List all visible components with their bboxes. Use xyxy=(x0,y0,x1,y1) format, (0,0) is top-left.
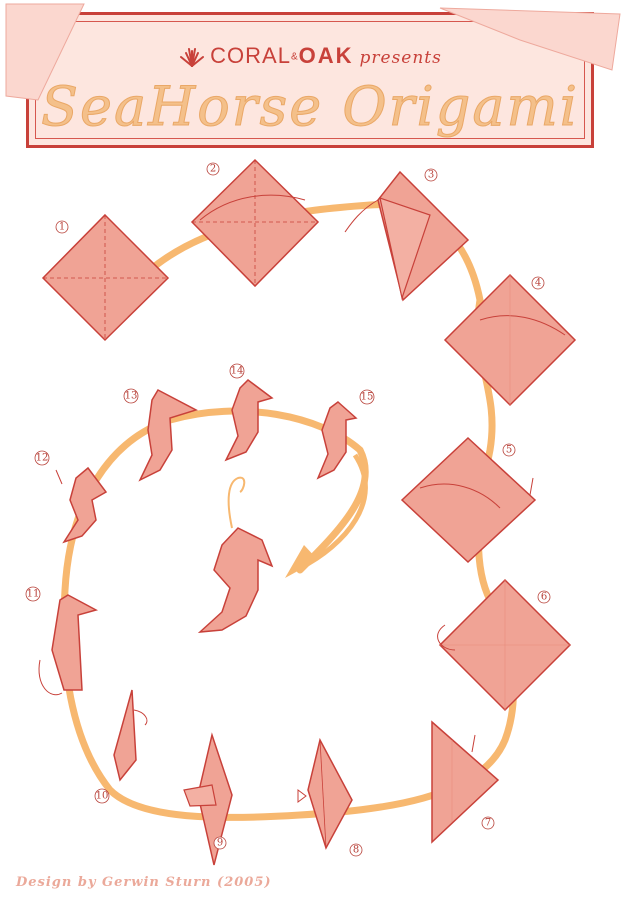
svg-text:3: 3 xyxy=(428,170,434,181)
svg-text:12: 12 xyxy=(36,453,49,464)
step-3-diagram xyxy=(344,170,470,302)
step-number-8: 8 xyxy=(349,843,363,857)
step-8-diagram xyxy=(297,737,353,850)
spiral-arrow-head xyxy=(285,545,318,578)
hook-arrow-icon xyxy=(227,476,246,529)
step-10-diagram xyxy=(113,689,148,782)
coral-logo-icon xyxy=(180,48,205,67)
step-number-10: 10 xyxy=(94,788,110,804)
step-13-diagram xyxy=(138,389,198,482)
corner-ribbons xyxy=(5,3,621,101)
brand-coral: CORAL xyxy=(210,43,291,68)
svg-text:6: 6 xyxy=(541,592,547,603)
brand-ampersand: & xyxy=(290,51,299,63)
step-number-14: 14 xyxy=(229,363,245,379)
step-14-diagram xyxy=(224,379,274,462)
step-number-12: 12 xyxy=(34,450,50,466)
svg-text:2: 2 xyxy=(210,164,216,175)
svg-text:14: 14 xyxy=(231,366,244,377)
step-5-diagram xyxy=(400,436,537,564)
design-credit: Design by Gerwin Sturn (2005) xyxy=(16,875,272,890)
final-seahorse xyxy=(197,476,274,633)
svg-text:5: 5 xyxy=(506,445,512,456)
fold-arrow-icon xyxy=(199,194,306,221)
spiral-path xyxy=(60,201,517,821)
svg-text:10: 10 xyxy=(96,791,109,802)
step-11-diagram xyxy=(38,594,99,696)
step-2-diagram xyxy=(190,158,320,288)
page-title: SeaHorse Origami xyxy=(41,75,579,139)
step-number-2: 2 xyxy=(206,162,220,176)
svg-text:7: 7 xyxy=(485,818,491,829)
brand-presents: presents xyxy=(359,48,442,68)
step-number-7: 7 xyxy=(481,816,495,830)
svg-text:8: 8 xyxy=(353,845,359,856)
step-number-15: 15 xyxy=(359,389,375,405)
step-15-diagram xyxy=(316,401,358,480)
step-number-4: 4 xyxy=(531,276,545,290)
step-7-diagram xyxy=(431,720,500,844)
ribbon-right xyxy=(439,7,621,71)
svg-text:1: 1 xyxy=(59,222,65,233)
step-number-9: 9 xyxy=(213,836,227,850)
spiral-arrow-curve xyxy=(298,453,368,571)
step-number-3: 3 xyxy=(424,168,438,182)
brand-oak: OAK xyxy=(298,43,354,68)
step-1-diagram xyxy=(41,213,170,342)
step-number-11: 11 xyxy=(25,586,41,602)
svg-text:15: 15 xyxy=(361,392,374,403)
step-number-6: 6 xyxy=(537,590,551,604)
step-4-diagram xyxy=(443,273,577,407)
svg-text:11: 11 xyxy=(27,589,40,600)
step-number-1: 1 xyxy=(55,220,69,234)
step-9-diagram xyxy=(183,732,233,866)
svg-text:9: 9 xyxy=(217,838,223,849)
step-number-13: 13 xyxy=(123,388,139,404)
step-number-5: 5 xyxy=(502,443,516,457)
svg-text:13: 13 xyxy=(125,391,138,402)
step-12-diagram xyxy=(55,466,108,544)
ribbon-left xyxy=(5,3,85,101)
svg-text:4: 4 xyxy=(535,278,541,289)
step-6-diagram xyxy=(437,578,572,712)
